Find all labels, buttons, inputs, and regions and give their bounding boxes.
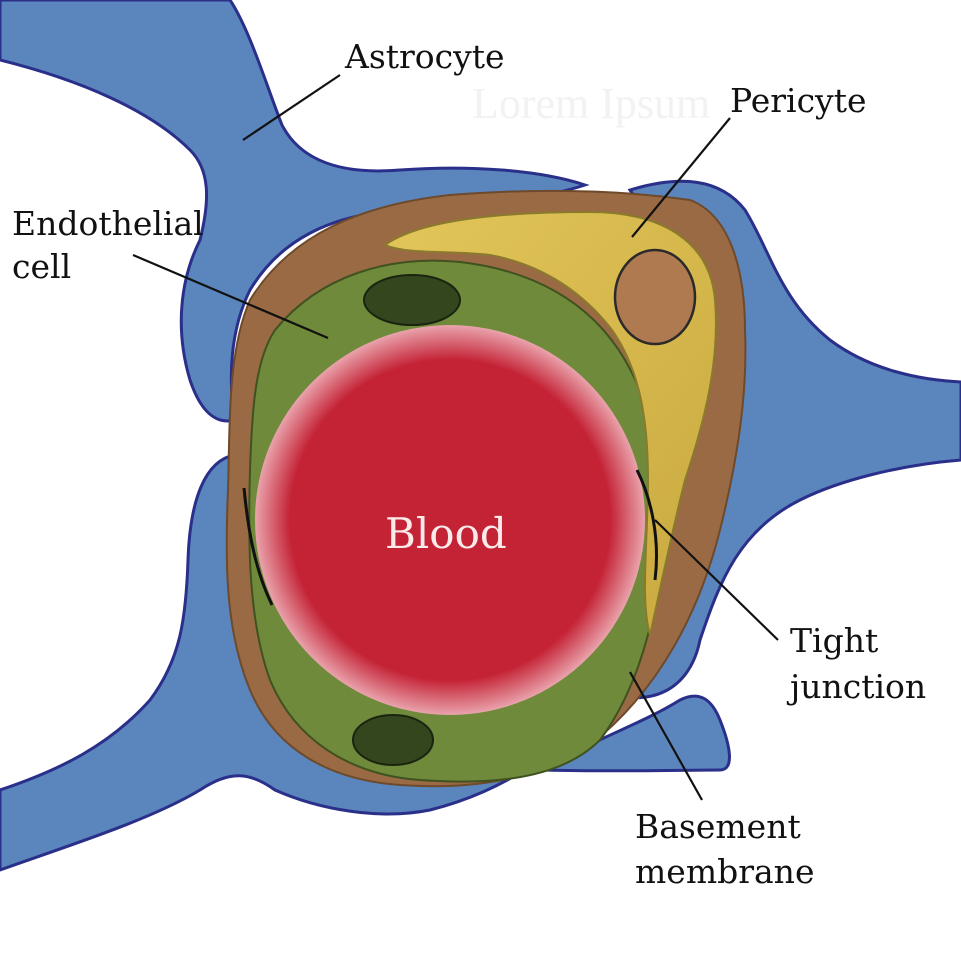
watermark-text: Lorem Ipsum [472, 79, 710, 128]
astrocyte-label: Astrocyte [344, 37, 505, 76]
blood-label: Blood [385, 509, 507, 558]
basement-membrane-label-line2: membrane [635, 852, 814, 891]
tight-junction-label-line2: junction [786, 667, 926, 706]
endothelial-nucleus-bottom [353, 715, 433, 765]
endothelial-nucleus-top [364, 275, 460, 325]
tight-junction-label-line1: Tight [790, 621, 878, 660]
endothelial-label-line2: cell [12, 247, 71, 286]
basement-membrane-label-line1: Basement [635, 807, 801, 846]
pericyte-label: Pericyte [730, 81, 867, 120]
endothelial-label-line1: Endothelial [12, 204, 204, 243]
pericyte-nucleus [615, 250, 695, 344]
